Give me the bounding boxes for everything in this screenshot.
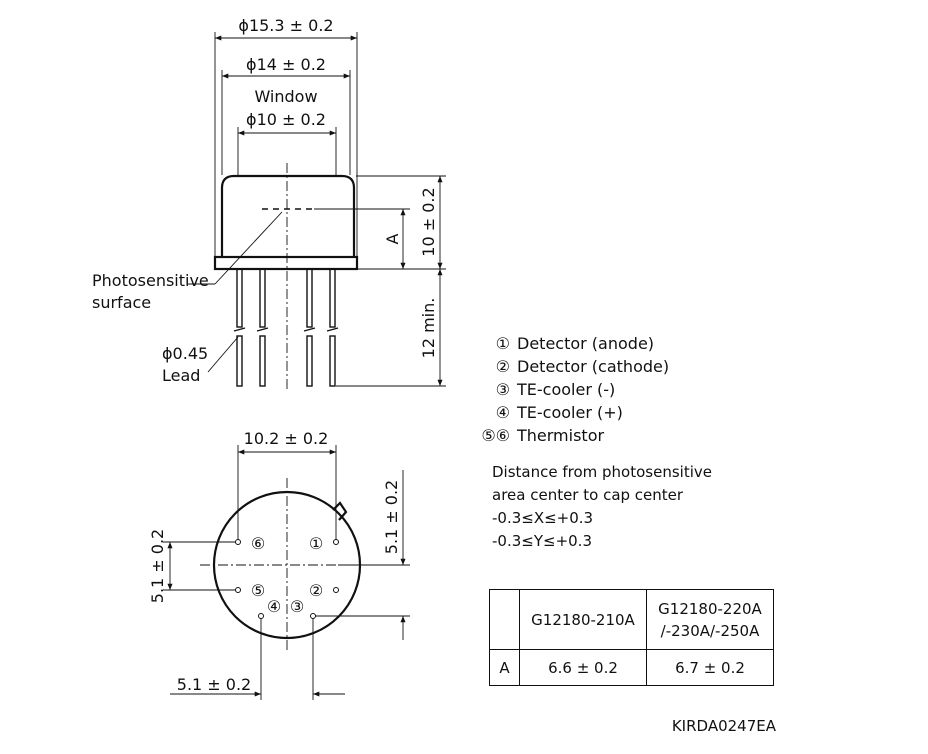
legend-num-3: ③	[496, 380, 510, 399]
pin-hole-6	[235, 539, 241, 545]
dim-lead-length: 12 min.	[419, 298, 438, 359]
pin-label-5: ⑤	[251, 581, 265, 600]
distance-note-2: area center to cap center	[492, 486, 684, 504]
lead-label-2: Lead	[162, 366, 200, 385]
pin-label-4: ④	[267, 597, 281, 616]
distance-note: Distance from photosensitive area center…	[492, 463, 712, 550]
distance-note-1: Distance from photosensitive	[492, 463, 712, 481]
dim-window-dia: ϕ10 ± 0.2	[246, 110, 326, 129]
pin-hole-3	[310, 613, 316, 619]
window-label: Window	[254, 87, 317, 106]
dim-bottom-width: 5.1 ± 0.2	[177, 675, 251, 694]
photosensitive-label-1: Photosensitive	[92, 271, 209, 290]
legend-num-4: ④	[496, 403, 510, 422]
legend-num-2: ②	[496, 357, 510, 376]
photosensitive-label-2: surface	[92, 293, 151, 312]
legend-desc-2: Detector (cathode)	[517, 357, 669, 376]
legend-num-1: ①	[496, 334, 510, 353]
dim-top-width: 10.2 ± 0.2	[244, 429, 329, 448]
pin-label-3: ③	[290, 597, 304, 616]
table-cell: 6.7 ± 0.2	[646, 649, 774, 686]
dim-height: 10 ± 0.2	[419, 187, 438, 256]
dim-flange-dia: ϕ14 ± 0.2	[246, 55, 326, 74]
dim-right-height: 5.1 ± 0.2	[382, 480, 401, 554]
spec-table: G12180-210A G12180-220A /-230A/-250A A 6…	[489, 589, 774, 686]
dim-a: A	[383, 233, 402, 244]
pin-legend: ① Detector (anode) ② Detector (cathode) …	[481, 334, 669, 445]
table-header-cell: G12180-220A /-230A/-250A	[646, 589, 774, 650]
lead-label-1: ϕ0.45	[162, 344, 208, 363]
pin-hole-1	[333, 539, 339, 545]
bottom-view: 10.2 ± 0.2 5.1 ± 0.2 5.1 ± 0.2 5.1 ± 0.2…	[148, 429, 410, 700]
table-header-cell	[489, 589, 520, 650]
pin-label-2: ②	[309, 581, 323, 600]
legend-desc-4: TE-cooler (+)	[516, 403, 623, 422]
leads	[233, 268, 339, 387]
drawing-code: KIRDA0247EA	[672, 717, 777, 735]
photosensitive-leader	[214, 211, 283, 285]
lead-leader	[207, 336, 239, 373]
distance-note-3: -0.3≤X≤+0.3	[492, 509, 593, 527]
table-header-row: G12180-210A G12180-220A /-230A/-250A	[489, 589, 774, 650]
table-cell: A	[489, 649, 520, 686]
table-row: A 6.6 ± 0.2 6.7 ± 0.2	[489, 649, 774, 686]
legend-desc-1: Detector (anode)	[517, 334, 654, 353]
index-tab	[332, 501, 348, 521]
base-flange	[213, 255, 359, 271]
pin-label-6: ⑥	[251, 534, 265, 553]
legend-desc-3: TE-cooler (-)	[516, 380, 615, 399]
legend-desc-5: Thermistor	[516, 426, 604, 445]
pin-hole-2	[333, 587, 339, 593]
cap-outline	[220, 174, 356, 257]
table-header-cell: G12180-210A	[519, 589, 647, 650]
dim-left-height: 5.1 ± 0.2	[148, 529, 167, 603]
pin-hole-5	[235, 587, 241, 593]
pin-label-1: ①	[309, 534, 323, 553]
side-view: ϕ15.3 ± 0.2 ϕ14 ± 0.2 Window ϕ10 ± 0.2 A…	[92, 16, 446, 392]
legend-num-5: ⑤⑥	[481, 426, 510, 445]
table-cell: 6.6 ± 0.2	[519, 649, 647, 686]
distance-note-4: -0.3≤Y≤+0.3	[492, 532, 592, 550]
pin-hole-4	[258, 613, 264, 619]
dim-outer-dia: ϕ15.3 ± 0.2	[238, 16, 333, 35]
